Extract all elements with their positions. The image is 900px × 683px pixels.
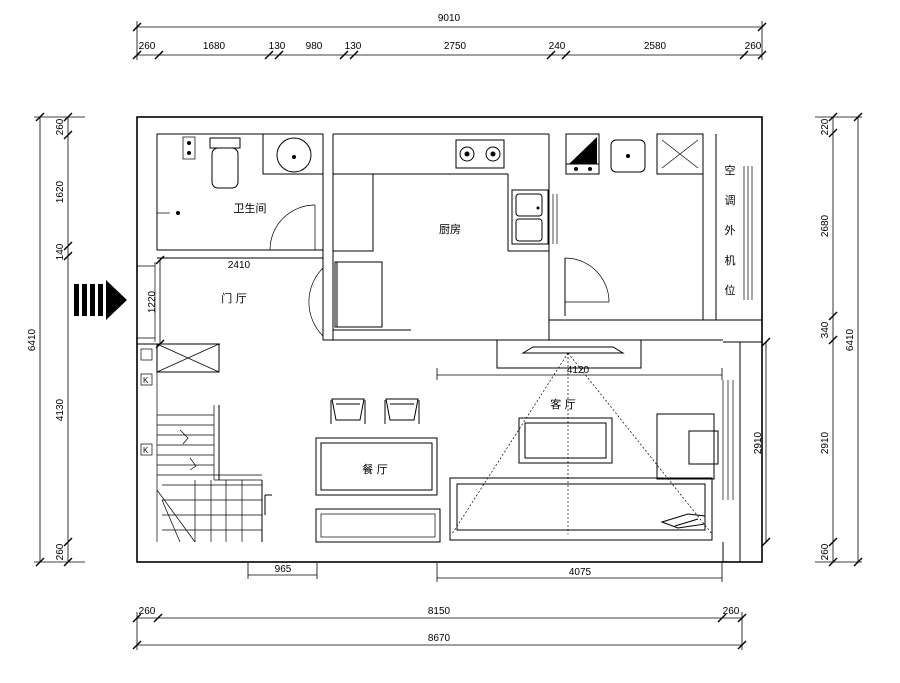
bottom-seg-2: 8150 bbox=[428, 606, 451, 617]
bathroom: 卫生间 bbox=[156, 133, 324, 251]
right-seg-1: 220 bbox=[820, 118, 831, 135]
left-dimension-chain: 6410 260 1620 140 4130 260 1220 bbox=[27, 112, 165, 567]
bottom-seg-1: 260 bbox=[139, 606, 156, 617]
entrance-arrow-icon bbox=[74, 280, 127, 320]
foyer-width-dim: 2410 bbox=[228, 260, 251, 271]
ac-char-4: 机 bbox=[725, 253, 736, 267]
exterior-walls bbox=[136, 116, 763, 563]
left-seg-4: 1220 bbox=[147, 290, 158, 313]
top-seg-1: 260 bbox=[139, 41, 156, 52]
top-seg-5: 130 bbox=[345, 41, 362, 52]
top-seg-9: 260 bbox=[745, 41, 762, 52]
dining-area: 餐 厅 bbox=[315, 398, 441, 543]
bottom-inner-left-dim: 965 bbox=[275, 564, 292, 575]
bottom-inner-right-dim: 4075 bbox=[569, 567, 592, 578]
stair-mark-1: K bbox=[143, 376, 149, 385]
bottom-seg-3: 260 bbox=[723, 606, 740, 617]
kitchen-label: 厨房 bbox=[439, 223, 461, 236]
kitchen: 厨房 bbox=[332, 133, 610, 340]
top-seg-8: 2580 bbox=[644, 41, 667, 52]
right-dimension-chain: 220 2680 340 2910 260 6410 2910 bbox=[753, 112, 863, 567]
top-seg-2: 1680 bbox=[203, 41, 226, 52]
foyer-label: 门 厅 bbox=[221, 291, 247, 305]
left-seg-6: 260 bbox=[55, 543, 66, 560]
top-seg-6: 2750 bbox=[444, 41, 467, 52]
ac-char-3: 外 bbox=[725, 224, 736, 237]
stair-mark-2: K bbox=[143, 446, 149, 455]
right-overall-dim: 6410 bbox=[845, 328, 856, 351]
top-overall-dim: 9010 bbox=[438, 13, 461, 24]
top-dimension-chain: 9010 260 1680 130 980 130 2750 240 2580 … bbox=[132, 13, 767, 60]
top-seg-7: 240 bbox=[549, 41, 566, 52]
utility-area: 空 调 外 机 位 bbox=[548, 133, 736, 340]
left-seg-5: 4130 bbox=[55, 398, 66, 421]
right-seg-5: 260 bbox=[820, 543, 831, 560]
ac-char-1: 空 bbox=[725, 163, 736, 177]
left-overall-dim: 6410 bbox=[27, 328, 38, 351]
top-seg-4: 980 bbox=[306, 41, 323, 52]
bottom-overall-dim: 8670 bbox=[428, 633, 451, 644]
living-label: 客 厅 bbox=[550, 397, 576, 411]
dining-label: 餐 厅 bbox=[362, 462, 388, 476]
bathroom-label: 卫生间 bbox=[234, 201, 267, 215]
bottom-dimension-chain: 260 8150 260 8670 965 4075 bbox=[132, 563, 747, 650]
left-seg-2: 1620 bbox=[55, 180, 66, 203]
right-seg-2: 2680 bbox=[820, 214, 831, 237]
top-seg-3: 130 bbox=[269, 41, 286, 52]
ac-char-5: 位 bbox=[725, 283, 736, 297]
right-inner-dim: 2910 bbox=[753, 431, 764, 454]
living-width-dim: 4120 bbox=[567, 365, 590, 376]
ac-char-2: 调 bbox=[725, 194, 736, 207]
living-room: 4120 客 厅 bbox=[323, 339, 723, 541]
left-seg-1: 260 bbox=[55, 118, 66, 135]
foyer: 2410 门 厅 bbox=[137, 250, 324, 345]
right-seg-3: 340 bbox=[820, 321, 831, 338]
left-seg-3: 140 bbox=[55, 243, 66, 260]
right-seg-4: 2910 bbox=[820, 431, 831, 454]
staircase: K K bbox=[140, 343, 272, 543]
